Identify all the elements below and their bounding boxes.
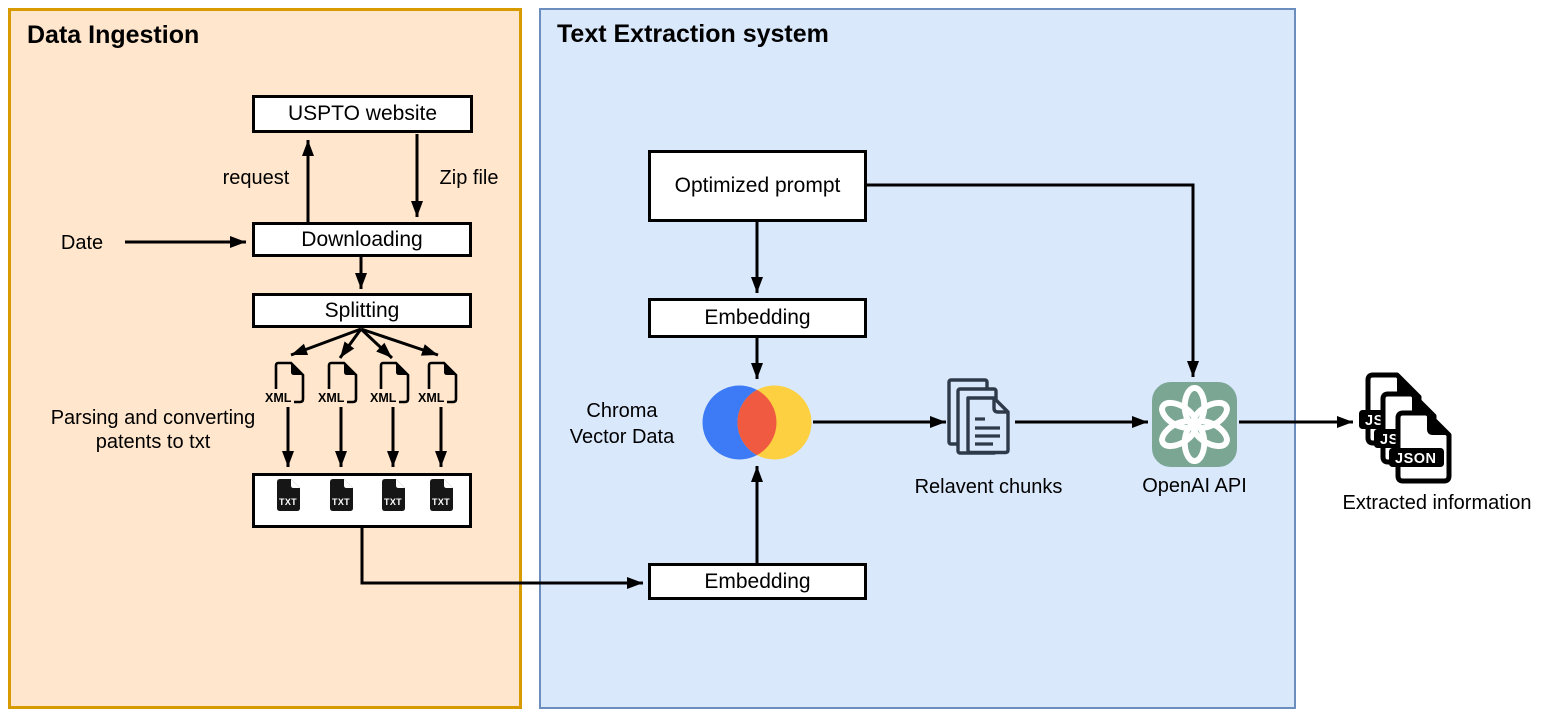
txt-file-icon: TXT bbox=[382, 479, 405, 511]
xml-file-icon: XML bbox=[418, 361, 458, 405]
caption-parsing-line1: Parsing and converting bbox=[50, 407, 256, 429]
xml-file-icon: XML bbox=[265, 361, 305, 405]
text-extraction-panel: Text Extraction system bbox=[539, 8, 1296, 709]
openai-logo bbox=[1152, 382, 1237, 467]
json-file-icon: JSON bbox=[1389, 410, 1452, 484]
xml-file-icon: XML bbox=[318, 361, 358, 405]
txt-file-icon: TXT bbox=[430, 479, 453, 511]
node-uspto-website: USPTO website bbox=[252, 95, 473, 133]
node-splitting: Splitting bbox=[252, 293, 472, 328]
txt-file-icon: TXT bbox=[330, 479, 353, 511]
xml-file-icon: XML bbox=[370, 361, 410, 405]
txt-file-icon: TXT bbox=[277, 479, 300, 511]
xml-file-label: XML bbox=[370, 391, 397, 405]
edge-label-request: request bbox=[222, 167, 290, 189]
edge-label-zip-file: Zip file bbox=[439, 167, 499, 189]
xml-file-label: XML bbox=[318, 391, 345, 405]
node-embedding-documents: Embedding bbox=[648, 563, 867, 600]
txt-file-label: TXT bbox=[332, 497, 350, 507]
txt-file-label: TXT bbox=[384, 497, 402, 507]
node-optimized-prompt: Optimized prompt bbox=[648, 150, 867, 222]
caption-openai-api: OpenAI API bbox=[1142, 475, 1247, 497]
txt-file-label: TXT bbox=[432, 497, 450, 507]
json-file-label: JSON bbox=[1395, 451, 1437, 467]
txt-file-label: TXT bbox=[279, 497, 297, 507]
caption-parsing: Parsing and converting patents to txt bbox=[28, 406, 278, 454]
caption-parsing-line2: patents to txt bbox=[95, 431, 211, 453]
node-embedding-query: Embedding bbox=[648, 298, 867, 338]
documents-stack-icon bbox=[947, 378, 1010, 455]
text-extraction-title: Text Extraction system bbox=[557, 20, 829, 48]
chroma-logo bbox=[702, 385, 812, 460]
data-ingestion-title: Data Ingestion bbox=[27, 21, 200, 49]
xml-file-label: XML bbox=[265, 391, 292, 405]
node-downloading: Downloading bbox=[252, 222, 472, 257]
label-date: Date bbox=[60, 232, 104, 254]
caption-extracted-information: Extracted information bbox=[1342, 492, 1532, 514]
chroma-label-line2: Vector Data bbox=[569, 426, 675, 448]
caption-chroma-vector-data: Chroma Vector Data bbox=[546, 398, 698, 450]
chroma-label-line1: Chroma bbox=[586, 400, 658, 422]
caption-relevant-chunks: Relavent chunks bbox=[914, 476, 1063, 498]
xml-file-label: XML bbox=[418, 391, 445, 405]
